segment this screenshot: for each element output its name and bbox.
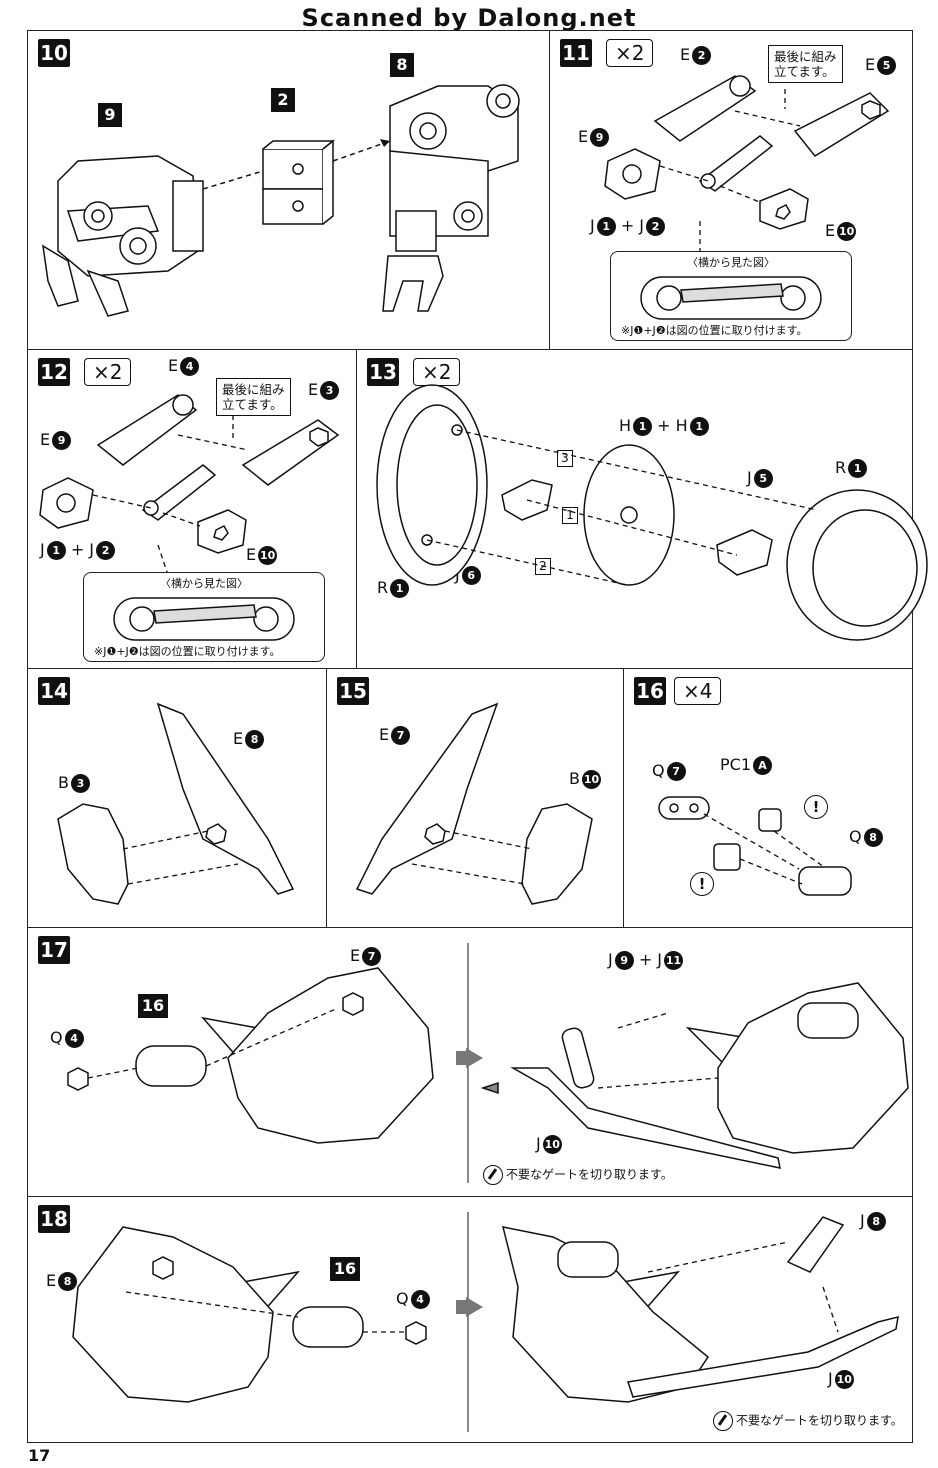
step-17-illustration bbox=[67, 943, 909, 1183]
step-number: 13 bbox=[367, 358, 399, 386]
side-view-drawing bbox=[640, 276, 822, 320]
part-badge-8: 8 bbox=[390, 53, 414, 77]
attach-note: ※J❶+J❷は図の位置に取り付けます。 bbox=[94, 645, 281, 658]
side-view-inset: 〈横から見た図〉 ※J❶+J❷は図の位置に取り付けます。 bbox=[83, 572, 325, 662]
step-18-illustration bbox=[72, 1212, 899, 1432]
side-view-title: 〈横から見た図〉 bbox=[160, 577, 248, 590]
step-11-illustration bbox=[604, 75, 890, 256]
step-12-illustration bbox=[39, 394, 340, 576]
multiplier-badge: ×2 bbox=[84, 358, 132, 386]
side-view-title: 〈横から見た図〉 bbox=[687, 256, 775, 269]
step-number: 10 bbox=[38, 39, 70, 67]
gate-cut-icon bbox=[713, 1411, 733, 1431]
step-13-panel: 13 ×2 H1 + H1 J5 R1 R1 J6 1 2 3 bbox=[356, 349, 928, 669]
order-marker-1: 1 bbox=[562, 507, 578, 524]
step-number: 14 bbox=[38, 677, 70, 705]
scan-watermark: Scanned by Dalong.net bbox=[301, 4, 637, 32]
assemble-last-callout: 最後に組み 立てます。 bbox=[216, 378, 291, 416]
step-number: 15 bbox=[337, 677, 369, 705]
step-number: 17 bbox=[38, 936, 70, 964]
multiplier-badge: ×4 bbox=[674, 677, 722, 705]
step-10-panel: 10 9 2 8 bbox=[27, 30, 550, 350]
page-number: 17 bbox=[28, 1446, 51, 1465]
step-14-illustration bbox=[57, 702, 295, 905]
step-number: 18 bbox=[38, 1205, 70, 1233]
step-number: 12 bbox=[38, 358, 70, 386]
assemble-last-callout: 最後に組み 立てます。 bbox=[768, 45, 843, 83]
order-marker-3: 3 bbox=[557, 450, 573, 467]
step-number: 11 bbox=[560, 39, 592, 67]
attach-note: ※J❶+J❷は図の位置に取り付けます。 bbox=[621, 324, 808, 337]
subassembly-badge-16: 16 bbox=[138, 994, 168, 1018]
gate-cut-icon bbox=[483, 1165, 503, 1185]
part-badge-2: 2 bbox=[271, 88, 295, 112]
caution-icon: ! bbox=[804, 795, 828, 819]
step-16-illustration bbox=[658, 796, 852, 896]
step-number: 16 bbox=[634, 677, 666, 705]
side-view-drawing bbox=[113, 597, 295, 641]
multiplier-badge: ×2 bbox=[413, 358, 461, 386]
step-10-illustration bbox=[42, 84, 520, 317]
side-view-inset: 〈横から見た図〉 ※J❶+J❷は図の位置に取り付けます。 bbox=[610, 251, 852, 341]
subassembly-badge-16: 16 bbox=[330, 1257, 360, 1281]
part-badge-9: 9 bbox=[98, 103, 122, 127]
step-13-illustration bbox=[376, 384, 928, 641]
gate-trim-note: 不要なゲートを切り取ります。 bbox=[713, 1411, 903, 1431]
step-15-illustration bbox=[355, 702, 593, 905]
multiplier-badge: ×2 bbox=[606, 39, 654, 67]
caution-icon: ! bbox=[690, 872, 714, 896]
gate-trim-note: 不要なゲートを切り取ります。 bbox=[483, 1165, 673, 1185]
